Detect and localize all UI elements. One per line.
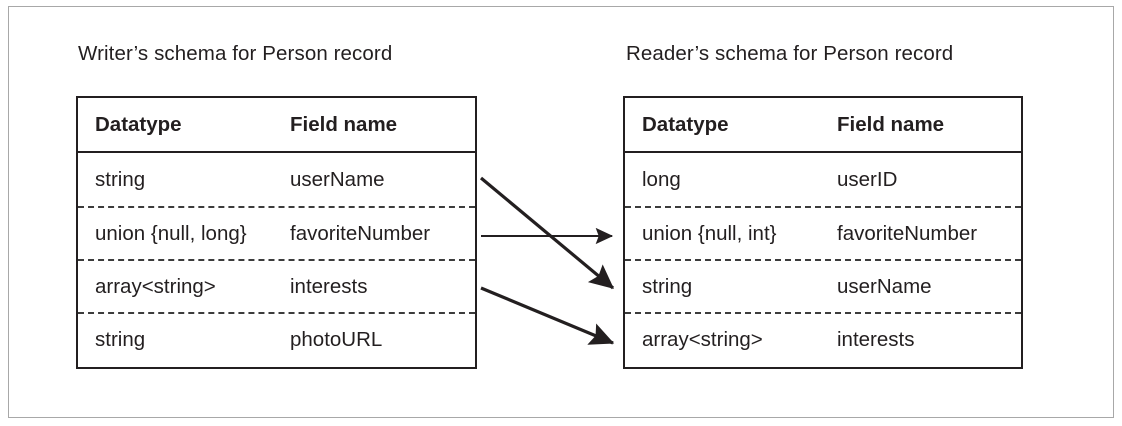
reader-schema-table: Datatype Field name long userID union {n…	[623, 96, 1023, 369]
writer-cell-fieldname: interests	[290, 274, 368, 298]
table-row: long userID	[625, 153, 1021, 206]
reader-cell-datatype: union {null, int}	[642, 221, 777, 245]
reader-cell-fieldname: userID	[837, 167, 898, 191]
table-row: string userName	[625, 259, 1021, 312]
writer-table-header: Datatype Field name	[78, 98, 475, 153]
reader-cell-fieldname: favoriteNumber	[837, 221, 978, 245]
writer-table-body: string userName union {null, long} favor…	[78, 153, 475, 365]
table-row: array<string> interests	[78, 259, 475, 312]
table-row: string userName	[78, 153, 475, 206]
reader-header-fieldname: Field name	[837, 112, 945, 136]
figure-frame	[8, 6, 1114, 418]
reader-cell-datatype: string	[642, 274, 693, 298]
table-row: array<string> interests	[625, 312, 1021, 365]
reader-cell-datatype: long	[642, 167, 681, 191]
writer-cell-datatype: string	[95, 167, 146, 191]
reader-table-body: long userID union {null, int} favoriteNu…	[625, 153, 1021, 365]
writer-cell-datatype: array<string>	[95, 274, 216, 298]
table-row: string photoURL	[78, 312, 475, 365]
writer-schema-table: Datatype Field name string userName unio…	[76, 96, 477, 369]
writer-cell-datatype: union {null, long}	[95, 221, 247, 245]
table-row: union {null, int} favoriteNumber	[625, 206, 1021, 259]
reader-header-datatype: Datatype	[642, 112, 729, 136]
writer-header-datatype: Datatype	[95, 112, 182, 136]
table-row: union {null, long} favoriteNumber	[78, 206, 475, 259]
writer-cell-datatype: string	[95, 327, 146, 351]
reader-cell-fieldname: interests	[837, 327, 915, 351]
writer-cell-fieldname: favoriteNumber	[290, 221, 431, 245]
writer-cell-fieldname: userName	[290, 167, 385, 191]
reader-cell-datatype: array<string>	[642, 327, 763, 351]
reader-table-header: Datatype Field name	[625, 98, 1021, 153]
writer-header-fieldname: Field name	[290, 112, 398, 136]
writer-schema-caption: Writer’s schema for Person record	[78, 42, 393, 65]
reader-cell-fieldname: userName	[837, 274, 932, 298]
reader-schema-caption: Reader’s schema for Person record	[626, 42, 954, 65]
writer-cell-fieldname: photoURL	[290, 327, 383, 351]
